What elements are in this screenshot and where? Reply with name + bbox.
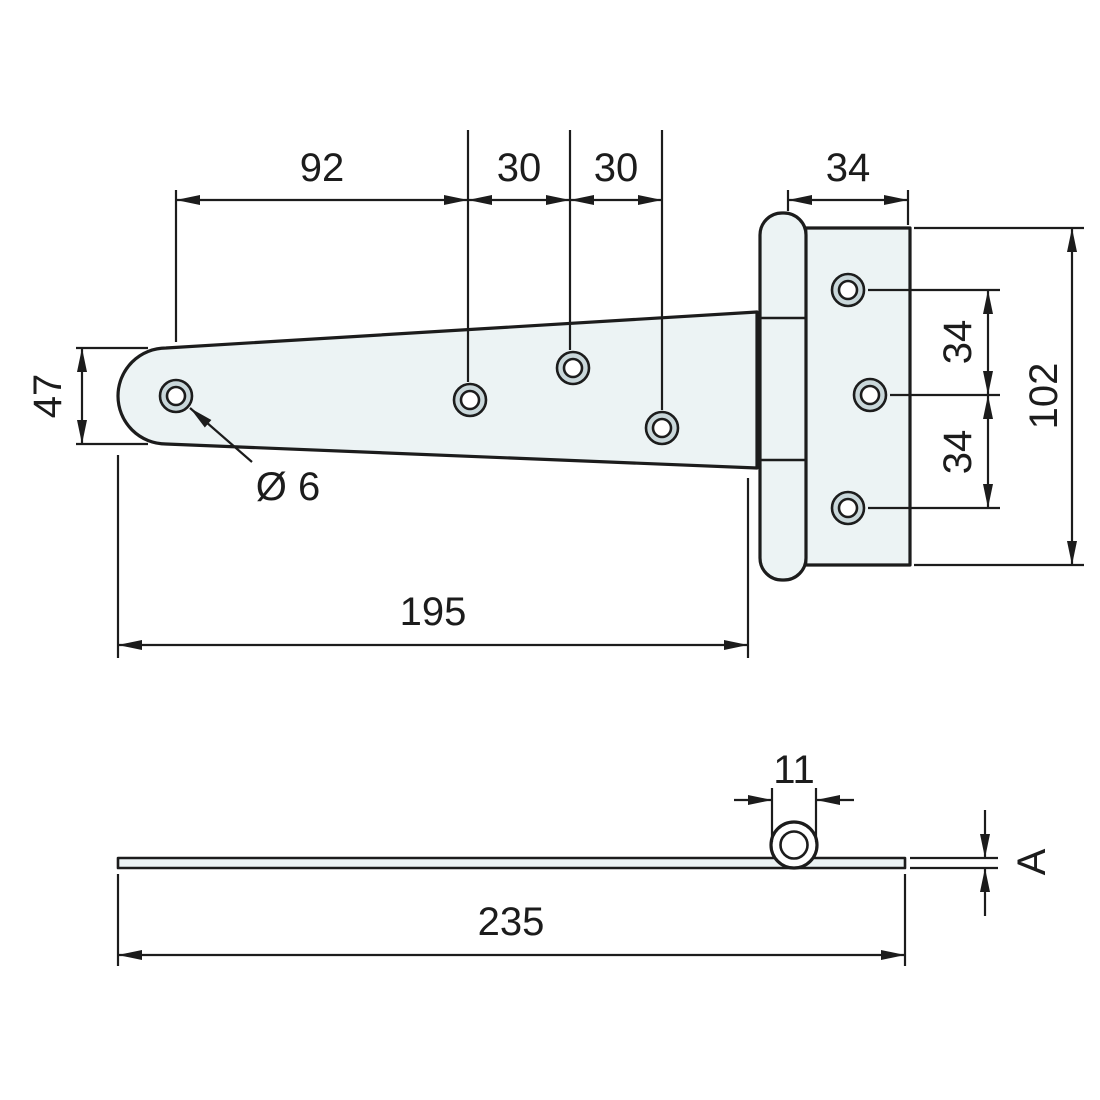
dim-label-hole-diameter: Ø 6 [256, 465, 320, 509]
hinge-strap [116, 310, 759, 470]
dimension-30-first: 30 [468, 130, 572, 350]
dimension-34-hole-gap-top: 34 [868, 288, 1000, 397]
dimension-102: 102 [914, 226, 1084, 567]
top-view: 92 30 30 34 47 10 [26, 130, 1084, 658]
dimension-47: 47 [26, 346, 148, 446]
dim-label-A: A [1010, 848, 1054, 875]
dim-label-47: 47 [26, 374, 70, 419]
dimension-34-plate-width: 34 [786, 146, 910, 225]
dim-label-92: 92 [300, 146, 345, 190]
dim-label-30b: 30 [594, 146, 639, 190]
pin-side-circle [779, 830, 809, 860]
hinge-knuckle-barrel [758, 211, 808, 582]
dim-label-11: 11 [773, 748, 815, 792]
side-view: 11 A 235 [116, 748, 1054, 966]
dimension-hole-diameter: Ø 6 [189, 407, 320, 509]
screw-hole [852, 377, 888, 413]
screw-hole [555, 350, 591, 386]
dim-label-235: 235 [478, 900, 545, 944]
dim-label-195: 195 [400, 590, 467, 634]
dimension-92: 92 [174, 130, 470, 382]
dimension-11: 11 [734, 748, 854, 842]
screw-hole [644, 410, 680, 446]
dimension-30-second: 30 [570, 130, 664, 410]
dim-label-34-plate: 34 [826, 146, 871, 190]
screw-hole [830, 272, 866, 308]
screw-hole [158, 378, 194, 414]
dimension-195: 195 [116, 455, 750, 658]
dim-label-102: 102 [1022, 363, 1066, 430]
dim-label-30a: 30 [497, 146, 542, 190]
screw-hole [830, 490, 866, 526]
strap-side-profile [116, 856, 907, 870]
screw-hole [452, 382, 488, 418]
dimension-235: 235 [116, 874, 907, 966]
dim-label-34b: 34 [936, 430, 980, 475]
knuckle-side-circle [769, 820, 819, 870]
dim-label-34a: 34 [936, 320, 980, 365]
dimension-34-hole-gap-bottom: 34 [868, 395, 1000, 510]
dimension-A: A [910, 810, 1054, 916]
